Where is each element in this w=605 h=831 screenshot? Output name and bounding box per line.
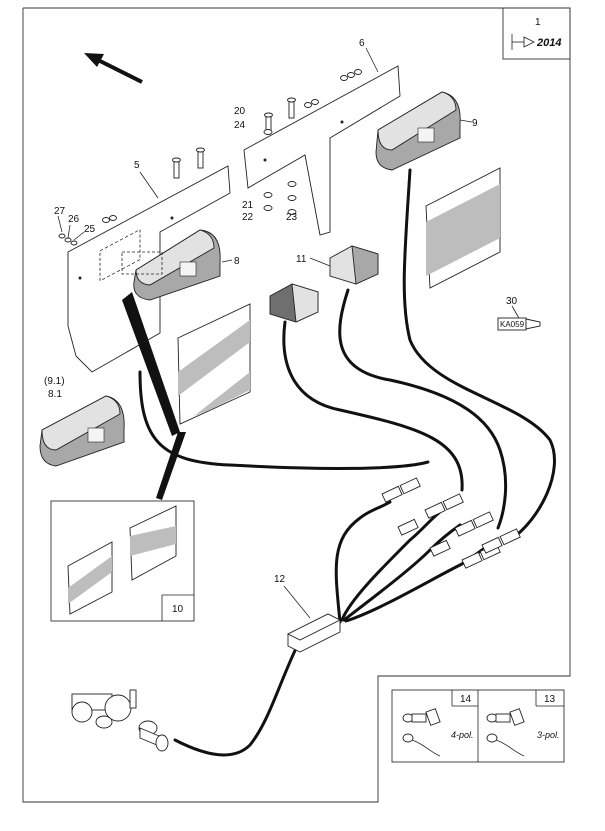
plug-3pol-icon — [486, 708, 525, 757]
callout-22: 22 — [242, 212, 254, 223]
label-tag: KA059 — [497, 317, 541, 331]
callout-25: 25 — [84, 224, 96, 235]
callout-9: 9 — [472, 118, 478, 129]
inset-4pol-caption: 4-pol. — [451, 730, 474, 740]
lamp-icon-spare — [39, 395, 125, 467]
fasteners — [58, 69, 362, 246]
leader-lines — [57, 47, 521, 619]
lamp-icon — [121, 229, 221, 301]
callout-6: 6 — [359, 38, 365, 49]
plug-icon — [138, 720, 169, 752]
side-lamps — [269, 245, 379, 323]
revision-item-number: 1 — [535, 17, 541, 28]
revision-year: 2014 — [536, 37, 561, 49]
callout-20: 20 — [234, 106, 246, 117]
callout-5: 5 — [134, 160, 140, 171]
callout-24: 24 — [234, 120, 246, 131]
callout-8: 8 — [234, 256, 240, 267]
callout-8-1: 8.1 — [48, 389, 62, 400]
callout-21: 21 — [242, 200, 254, 211]
bracket-right — [243, 65, 401, 236]
callout-23: 23 — [286, 212, 298, 223]
callout-26: 26 — [68, 214, 80, 225]
inset-3pol-caption: 3-pol. — [537, 730, 560, 740]
inset-3pol-number: 13 — [544, 694, 556, 705]
reflector-icon — [177, 167, 501, 425]
inset-4pol-number: 14 — [460, 694, 472, 705]
direction-arrow-icon — [84, 53, 143, 84]
callout-12: 12 — [274, 574, 286, 585]
control-box — [286, 613, 342, 653]
cable-connectors — [381, 477, 521, 569]
inset-reflectors: 10 — [50, 500, 195, 622]
lamp-icon-right — [375, 91, 461, 171]
label-tag-text: KA059 — [500, 320, 525, 329]
callout-11: 11 — [296, 254, 307, 265]
revision-box: 1 2014 — [502, 7, 571, 60]
tractor-icon — [71, 689, 137, 729]
callout-30: 30 — [506, 296, 518, 307]
callout-9-1: (9.1) — [44, 376, 65, 387]
inset-reflectors-number: 10 — [172, 604, 184, 615]
callout-27: 27 — [54, 206, 66, 217]
inset-plugs: 14 13 4-pol. 3-pol. — [391, 689, 565, 763]
callout-labels: 5 6 8 9 11 12 20 21 22 23 24 25 26 27 30… — [44, 38, 518, 585]
plug-4pol-icon — [402, 708, 441, 757]
